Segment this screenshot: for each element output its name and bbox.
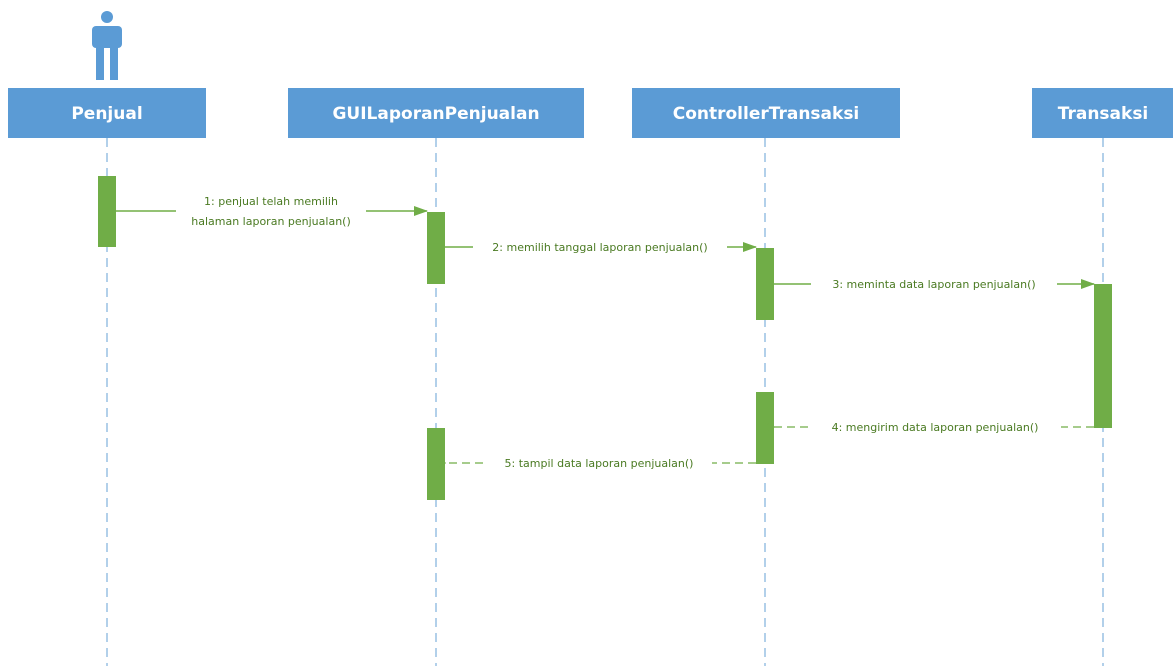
message-1-label-line-1: 1: penjual telah memilih — [204, 195, 338, 208]
activation-gui-1 — [427, 212, 445, 284]
participant-label: ControllerTransaksi — [673, 104, 860, 124]
message-2-label: 2: memilih tanggal laporan penjualan() — [492, 241, 707, 254]
message-4-label: 4: mengirim data laporan penjualan() — [832, 421, 1039, 434]
participant-label: Penjual — [71, 104, 142, 124]
person-icon — [92, 11, 122, 80]
message-3-label: 3: meminta data laporan penjualan() — [832, 278, 1035, 291]
activation-penjual-1 — [98, 176, 116, 247]
message-5: 5: tampil data laporan penjualan() — [445, 454, 756, 472]
participant-controller: ControllerTransaksi — [632, 88, 900, 138]
message-4: 4: mengirim data laporan penjualan() — [774, 418, 1094, 436]
message-1-label-line-2: halaman laporan penjualan() — [191, 215, 351, 228]
participant-label: Transaksi — [1058, 104, 1149, 124]
activation-controller-1 — [756, 248, 774, 320]
message-1: 1: penjual telah memilih halaman laporan… — [116, 191, 428, 228]
activation-transaksi-1 — [1094, 284, 1112, 428]
activation-controller-2 — [756, 392, 774, 464]
message-2: 2: memilih tanggal laporan penjualan() — [445, 238, 757, 256]
participant-transaksi: Transaksi — [1032, 88, 1173, 138]
participant-gui: GUILaporanPenjualan — [288, 88, 584, 138]
participant-label: GUILaporanPenjualan — [332, 104, 539, 124]
message-3: 3: meminta data laporan penjualan() — [774, 275, 1095, 293]
message-5-label: 5: tampil data laporan penjualan() — [505, 457, 694, 470]
activation-gui-2 — [427, 428, 445, 500]
participant-penjual: Penjual — [8, 88, 206, 138]
